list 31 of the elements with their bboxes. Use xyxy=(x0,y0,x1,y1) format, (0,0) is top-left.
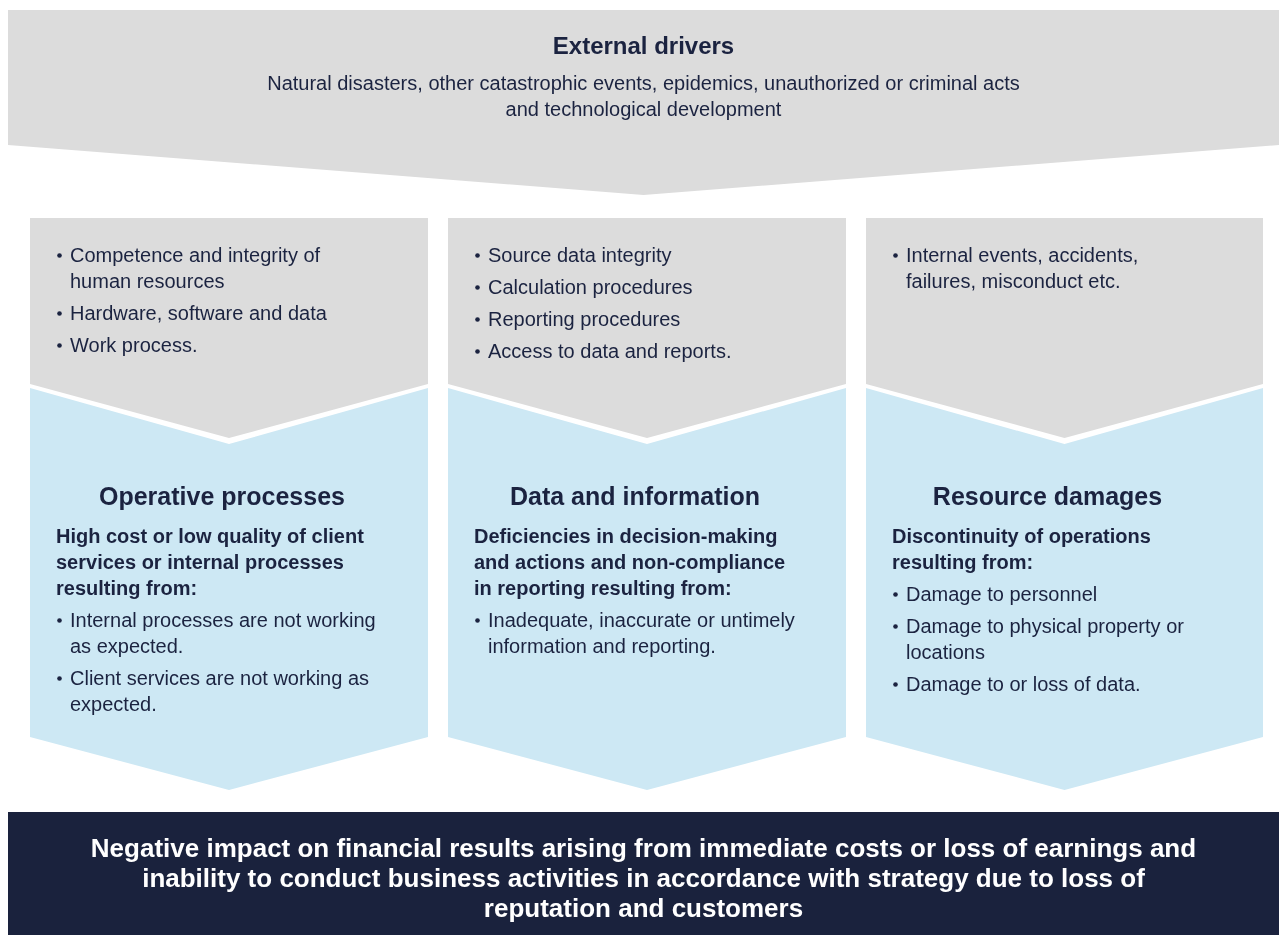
heading: Resource damages xyxy=(931,482,1164,511)
bullet-item: Reporting procedures xyxy=(488,307,681,332)
bullet-item: Hardware, software and data xyxy=(70,301,327,326)
bullet-item: Damage to or loss of data. xyxy=(906,672,1141,697)
heading: External drivers xyxy=(552,32,735,60)
chevron-panel xyxy=(30,218,428,438)
chevron-panel xyxy=(866,388,1263,790)
bullet-item: Competence and integrity of human resources xyxy=(70,243,322,294)
chevron-panel xyxy=(866,218,1263,438)
result-banner xyxy=(8,812,1279,935)
chevron-panel xyxy=(30,388,428,790)
heading: Data and information xyxy=(509,482,761,511)
bullet-item: Access to data and reports. xyxy=(488,339,732,364)
chevron-band xyxy=(8,10,1279,195)
bullet-item: Internal events, accidents, failures, misconduct etc. xyxy=(906,243,1140,294)
description: Natural disasters, other catastrophic events, epidemics, unauthorized or criminal acts and technological development xyxy=(266,71,1021,122)
subheading: Discontinuity of operations resulting from: xyxy=(892,524,1152,575)
bullet-item: Damage to personnel xyxy=(906,582,1098,607)
bullet-item: Damage to physical property or locations xyxy=(906,614,1185,665)
bullet-item: Work process. xyxy=(70,333,198,358)
chevron-panel xyxy=(448,388,846,790)
subheading: High cost or low quality of client services or internal processes resulting from: xyxy=(56,524,365,601)
bullet-item: Client services are not working as expected. xyxy=(70,666,370,717)
bullet-item: Inadequate, inaccurate or untimely information and reporting. xyxy=(488,608,796,659)
bullet-item: Calculation procedures xyxy=(488,275,693,300)
conclusion-text: Negative impact on financial results arising from immediate costs or loss of earnings and inability to conduct business activities in accordance with strategy due to loss of reputation and customers xyxy=(89,834,1198,924)
bullet-item: Source data integrity xyxy=(488,243,672,268)
subheading: Deficiencies in decision-making and actions and non-compliance in reporting resulting from: xyxy=(474,524,787,601)
chevron-panel xyxy=(448,218,846,438)
heading: Operative processes xyxy=(98,482,346,511)
bullet-item: Internal processes are not working as expected. xyxy=(70,608,377,659)
